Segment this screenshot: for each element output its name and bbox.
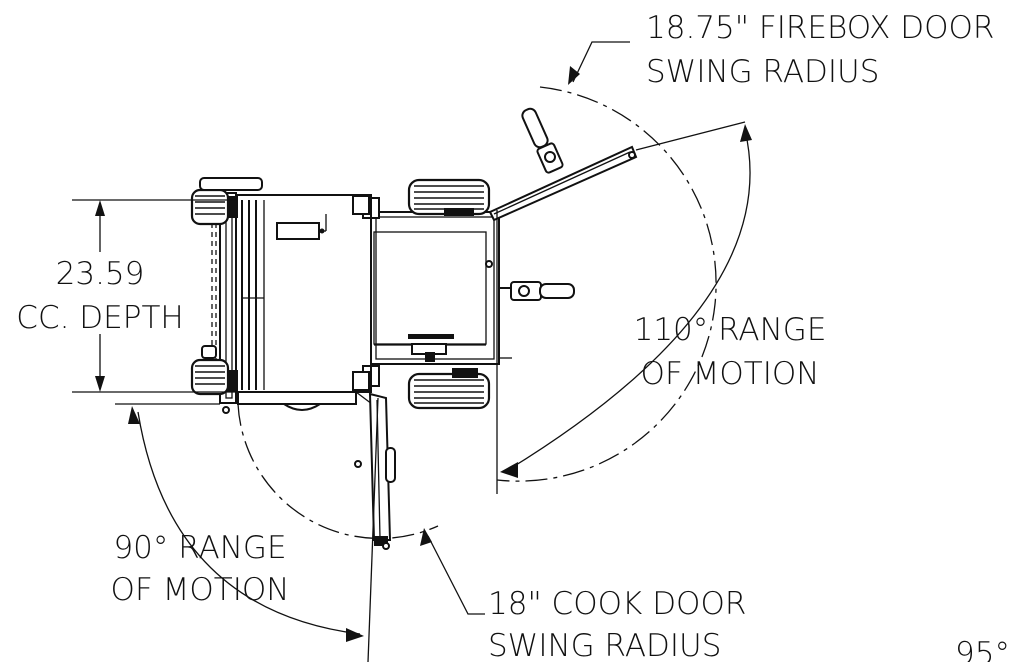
firebox-radius-label-line2: SWING RADIUS <box>646 54 879 90</box>
firebox-side-handle <box>499 281 575 301</box>
firebox-door-open <box>488 107 638 222</box>
cook-chamber-front <box>222 391 373 414</box>
firebox-wheel-top <box>407 178 491 216</box>
depth-caption-label: CC. DEPTH <box>16 300 183 336</box>
depth-value-label: 23.59 <box>56 256 145 292</box>
firebox-wheel-bottom <box>407 368 491 410</box>
firebox-radius-label-line1: 18.75" FIREBOX DOOR <box>646 10 994 46</box>
range-110-label-line1: 110° RANGE <box>634 312 827 348</box>
cook-chamber <box>235 194 372 393</box>
range-90-arc <box>115 397 379 662</box>
depth-dimension <box>72 199 236 393</box>
range-110-arc <box>496 121 752 494</box>
cook-door-open <box>354 392 396 550</box>
cook-chamber-frame <box>211 192 265 404</box>
cook-swing-arc <box>237 403 485 615</box>
cook-chamber-wheel-bottom <box>190 345 230 396</box>
cook-radius-label-line2: SWING RADIUS <box>488 628 721 662</box>
cook-chamber-wheel-top <box>190 177 263 226</box>
range-90-label-line1: 90° RANGE <box>113 530 286 566</box>
range-90-label-line2: OF MOTION <box>111 572 290 608</box>
cook-radius-label-line1: 18" COOK DOOR <box>488 586 746 622</box>
clipped-angle-label: 95° <box>955 636 1010 662</box>
range-110-label-line2: OF MOTION <box>641 356 820 392</box>
firebox <box>362 197 512 387</box>
firebox-swing-arc <box>496 41 717 482</box>
